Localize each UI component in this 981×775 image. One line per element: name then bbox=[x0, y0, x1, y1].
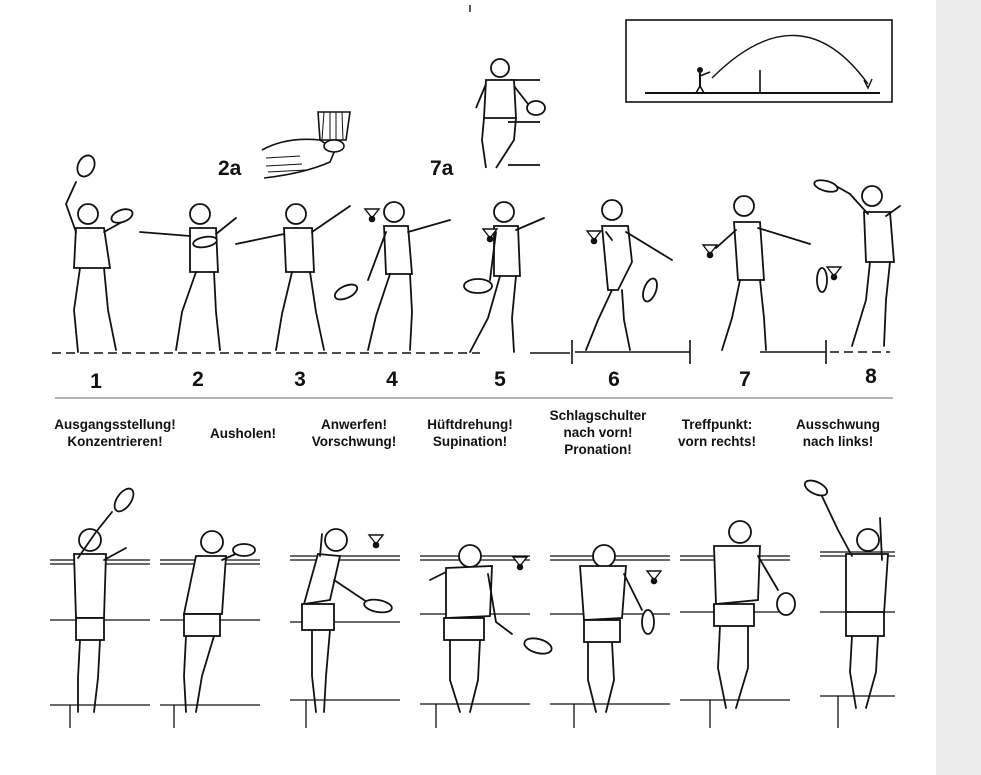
page-edge bbox=[936, 0, 981, 775]
back-figure-3 bbox=[301, 528, 393, 713]
phase-number: 8 bbox=[865, 365, 877, 388]
phase-number: 5 bbox=[494, 368, 506, 391]
back-view-figure bbox=[475, 58, 546, 169]
figure-phase-7 bbox=[715, 195, 828, 351]
trajectory-inset bbox=[625, 19, 893, 103]
phase-number: 3 bbox=[294, 368, 306, 391]
phase-number: 6 bbox=[608, 368, 620, 391]
figure-phase-4 bbox=[333, 201, 451, 351]
back-figure-4 bbox=[429, 544, 553, 713]
ground-line-upper bbox=[52, 340, 890, 364]
back-view-inset-label: 7a bbox=[430, 157, 454, 180]
figure-phase-6 bbox=[585, 199, 673, 351]
phase-number: 7 bbox=[739, 368, 751, 391]
back-figure-7 bbox=[803, 479, 889, 709]
phase-caption: Anwerfen!Vorschwung! bbox=[311, 417, 397, 449]
figure-phase-1 bbox=[65, 154, 123, 353]
back-figure-6 bbox=[713, 520, 796, 709]
phase-caption: Treffpunkt:vorn rechts! bbox=[677, 417, 757, 449]
figure-phase-5 bbox=[463, 201, 545, 353]
phase-caption: Hüftdrehung!Supination! bbox=[427, 417, 513, 449]
figure-phase-8 bbox=[813, 179, 901, 347]
grip-drawing bbox=[261, 111, 351, 179]
grip-inset-label: 2a bbox=[218, 157, 242, 180]
back-figure-5 bbox=[579, 544, 655, 713]
phase-number: 2 bbox=[192, 368, 204, 391]
phase-caption: Ausgangsstellung!Konzentrieren! bbox=[54, 417, 176, 449]
phase-number: 4 bbox=[386, 368, 398, 391]
phase-number: 1 bbox=[90, 370, 102, 393]
back-figure-2 bbox=[182, 530, 256, 713]
figure-phase-2 bbox=[110, 203, 237, 351]
back-figure-1 bbox=[73, 487, 135, 713]
phase-caption: Ausholen! bbox=[210, 426, 276, 441]
figure-phase-3 bbox=[192, 203, 351, 351]
